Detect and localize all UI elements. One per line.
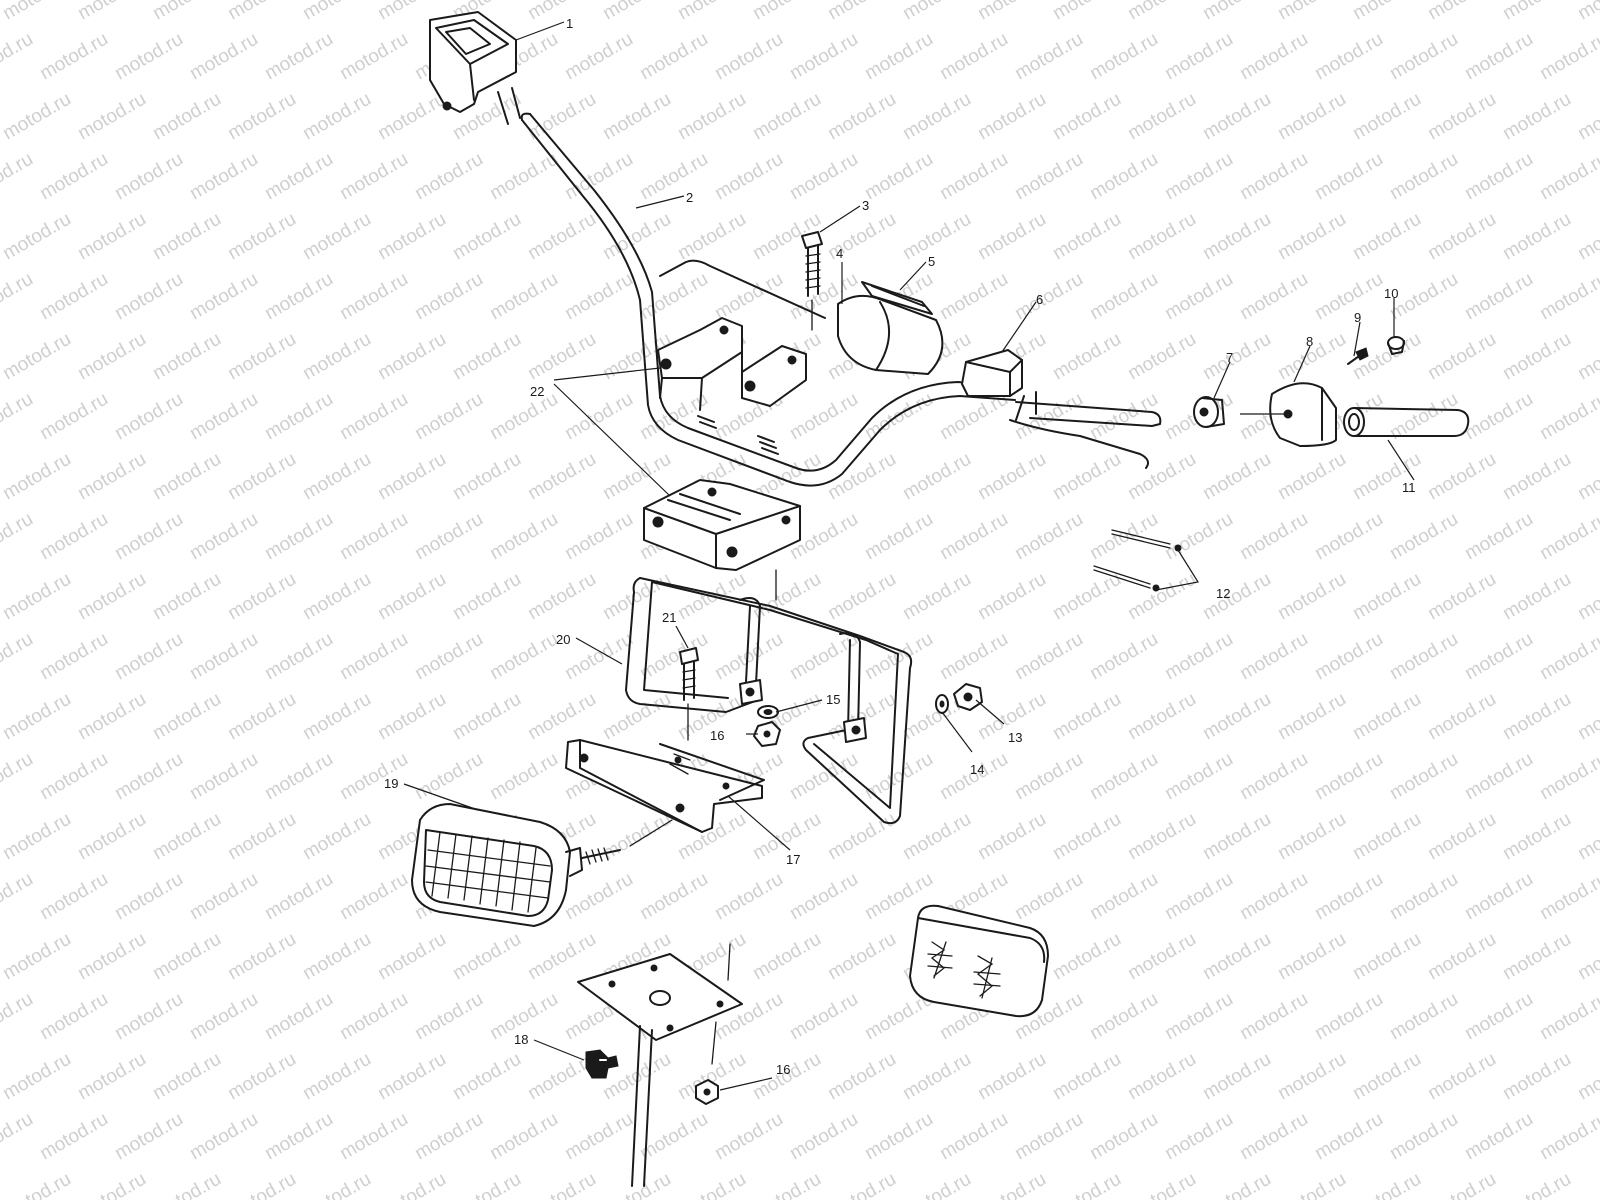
hand-grip — [1343, 407, 1470, 437]
callout-13: 13 — [1008, 730, 1022, 745]
control-cables — [1093, 529, 1182, 592]
callout-8: 8 — [1306, 334, 1313, 349]
mounting-plate — [577, 943, 743, 1065]
headlight-rear — [909, 904, 1049, 1018]
washer-14 — [935, 694, 949, 714]
callout-2: 2 — [686, 190, 693, 205]
callout-12: 12 — [1216, 586, 1230, 601]
light-bracket-frame — [625, 577, 913, 825]
callout-16-lower: 16 — [776, 1062, 790, 1077]
handlebar — [520, 112, 1016, 487]
headlight-front — [411, 803, 673, 927]
throttle-housing — [1240, 382, 1337, 447]
callout-labels: 1 2 3 4 5 6 7 8 9 10 11 12 13 14 15 16 1… — [384, 16, 1416, 1077]
upper-handlebar-clamp — [657, 317, 807, 411]
lower-handlebar-clamp — [643, 479, 801, 601]
callout-14: 14 — [970, 762, 984, 777]
frame-bolt — [679, 647, 699, 741]
callout-11: 11 — [1402, 480, 1416, 495]
callout-16-upper: 16 — [710, 728, 724, 743]
washer-15 — [757, 705, 779, 719]
callout-10: 10 — [1384, 286, 1398, 301]
callout-3: 3 — [862, 198, 869, 213]
housing-screw — [1347, 347, 1369, 365]
callout-18: 18 — [514, 1032, 528, 1047]
throttle-end-plug — [1193, 396, 1225, 428]
leader-lines — [403, 21, 1415, 1091]
handlebar-pad — [837, 281, 944, 375]
throttle-cap — [1387, 336, 1405, 355]
light-mounting-bracket — [565, 739, 765, 833]
callout-5: 5 — [928, 254, 935, 269]
callout-19: 19 — [384, 776, 398, 791]
callout-4: 4 — [836, 246, 843, 261]
nut-13 — [953, 683, 983, 711]
nut-16-upper — [753, 721, 781, 747]
master-cylinder — [429, 11, 521, 125]
callout-1: 1 — [566, 16, 573, 31]
callout-17: 17 — [786, 852, 800, 867]
callout-7: 7 — [1226, 350, 1233, 365]
callout-6: 6 — [1036, 292, 1043, 307]
clamp-bolt — [801, 231, 823, 331]
nut-16-lower — [695, 1079, 719, 1105]
callout-9: 9 — [1354, 310, 1361, 325]
callout-21: 21 — [662, 610, 676, 625]
steering-post — [631, 1025, 653, 1187]
brake-lever — [961, 349, 1162, 469]
wire-clip — [585, 1049, 619, 1079]
callout-20: 20 — [556, 632, 570, 647]
callout-15: 15 — [826, 692, 840, 707]
callout-22: 22 — [530, 384, 544, 399]
